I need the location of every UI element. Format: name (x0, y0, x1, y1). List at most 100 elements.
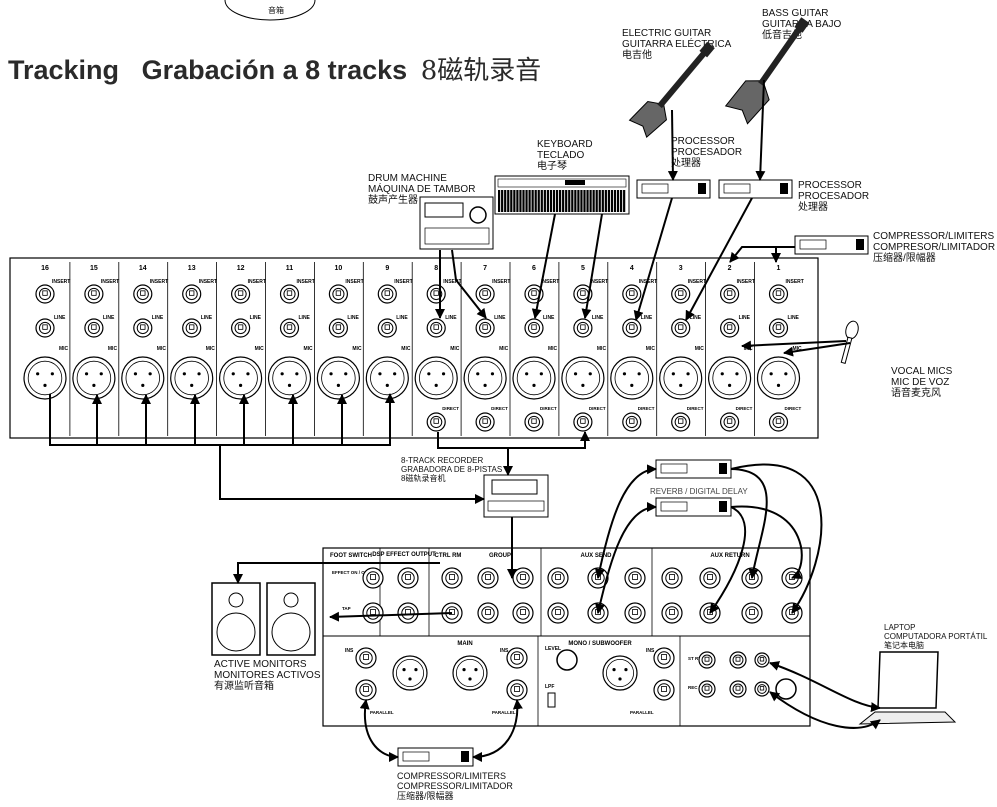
direct-jack (524, 412, 544, 432)
cable-ctrl-rm-l (233, 562, 440, 584)
compressor-top-icon (794, 235, 869, 255)
keyboard-key (568, 190, 571, 212)
mic-label: MIC (548, 346, 558, 352)
aux-return-label: AUX RETURN (710, 553, 749, 559)
insert-label: INSERT (52, 279, 70, 285)
bass-guitar-icon (724, 17, 810, 125)
direct-label: DIRECT (638, 406, 655, 411)
rca-jack (698, 651, 716, 669)
insert-jack (182, 284, 202, 304)
mic-xlr (219, 356, 263, 400)
line-label: LINE (103, 315, 115, 321)
line-label: LINE (445, 315, 457, 321)
rear-jack (362, 567, 384, 589)
cable-bass (755, 79, 766, 181)
line-jack (475, 318, 495, 338)
mic-label: MIC (646, 346, 656, 352)
rear-jack (653, 647, 675, 669)
mic-xlr (707, 356, 752, 400)
keyboard-key (598, 190, 601, 212)
keyboard-key (565, 190, 568, 212)
insert-jack (231, 284, 251, 304)
channel-number: 1 (777, 265, 781, 272)
direct-jack (573, 412, 593, 432)
insert-label: INSERT (737, 279, 755, 285)
direct-label: DIRECT (491, 406, 508, 411)
keyboard-key (519, 190, 522, 212)
drum-machine-icon (419, 196, 494, 250)
keyboard-key (555, 190, 559, 212)
rear-jack (661, 567, 683, 589)
processor1-icon (636, 179, 711, 199)
mic-xlr (23, 356, 67, 400)
line-label: LINE (641, 315, 653, 321)
cable-mic2 (741, 340, 847, 351)
line-label: LINE (690, 315, 702, 321)
line-label: LINE (54, 315, 66, 321)
line-jack (84, 318, 104, 338)
keyboard-key (513, 190, 516, 212)
insert-label: INSERT (394, 279, 412, 285)
mic-xlr (72, 356, 116, 400)
insert-jack (719, 284, 740, 304)
insert-label: INSERT (248, 279, 266, 285)
rear-jack (547, 567, 569, 589)
line-jack (328, 318, 348, 338)
insert-jack (84, 284, 104, 304)
direct-jack (622, 412, 642, 432)
insert-jack (377, 284, 397, 304)
mic-label: MIC (206, 346, 216, 352)
mic-label: MIC (499, 346, 509, 352)
title-spanish: Grabación a 8 tracks (141, 55, 408, 85)
insert-label: INSERT (345, 279, 363, 285)
mic-label: MIC (401, 346, 411, 352)
aux-send-label: AUX SEND (580, 553, 612, 559)
line-label: LINE (250, 315, 262, 321)
line-label: LINE (299, 315, 311, 321)
mic-xlr (267, 356, 312, 400)
keyboard-key (571, 190, 574, 212)
cable-reverb1-ret-r (730, 463, 823, 614)
electric-guitar-icon (628, 41, 715, 139)
ins-label: INS (345, 648, 354, 654)
line-jack (377, 318, 397, 338)
mic-xlr (512, 356, 556, 400)
mic-xlr (365, 356, 409, 400)
lpf-switch (547, 692, 556, 708)
rear-jack (624, 602, 646, 624)
line-jack (231, 318, 251, 338)
rca-jack (698, 680, 716, 698)
ctrl-rm-label: CTRL RM (435, 553, 462, 559)
mic-xlr (121, 356, 165, 400)
keyboard-key (510, 190, 513, 212)
line-label: LINE (543, 315, 555, 321)
keyboard-key (574, 190, 577, 212)
channel-number: 16 (41, 265, 49, 272)
keyboard-icon (494, 175, 630, 215)
insert-label: INSERT (492, 279, 510, 285)
cable-laptop-2 (769, 691, 881, 730)
direct-label: DIRECT (736, 406, 753, 411)
insert-label: INSERT (786, 279, 804, 285)
mic-label: MIC (450, 346, 460, 352)
dsp-output-label: DSP EFFECT OUTPUT (372, 552, 436, 558)
keyboard-key (592, 190, 595, 212)
cable-keyboard-r (581, 213, 603, 319)
line-jack (133, 318, 153, 338)
parallel-label: PARALLEL (492, 710, 516, 715)
insert-label: INSERT (541, 279, 559, 285)
cable-reverb2-ret (709, 506, 747, 614)
channel-number: 8 (434, 265, 438, 272)
mic-label: MIC (744, 346, 754, 352)
line-label: LINE (494, 315, 506, 321)
keyboard-key (537, 190, 540, 212)
